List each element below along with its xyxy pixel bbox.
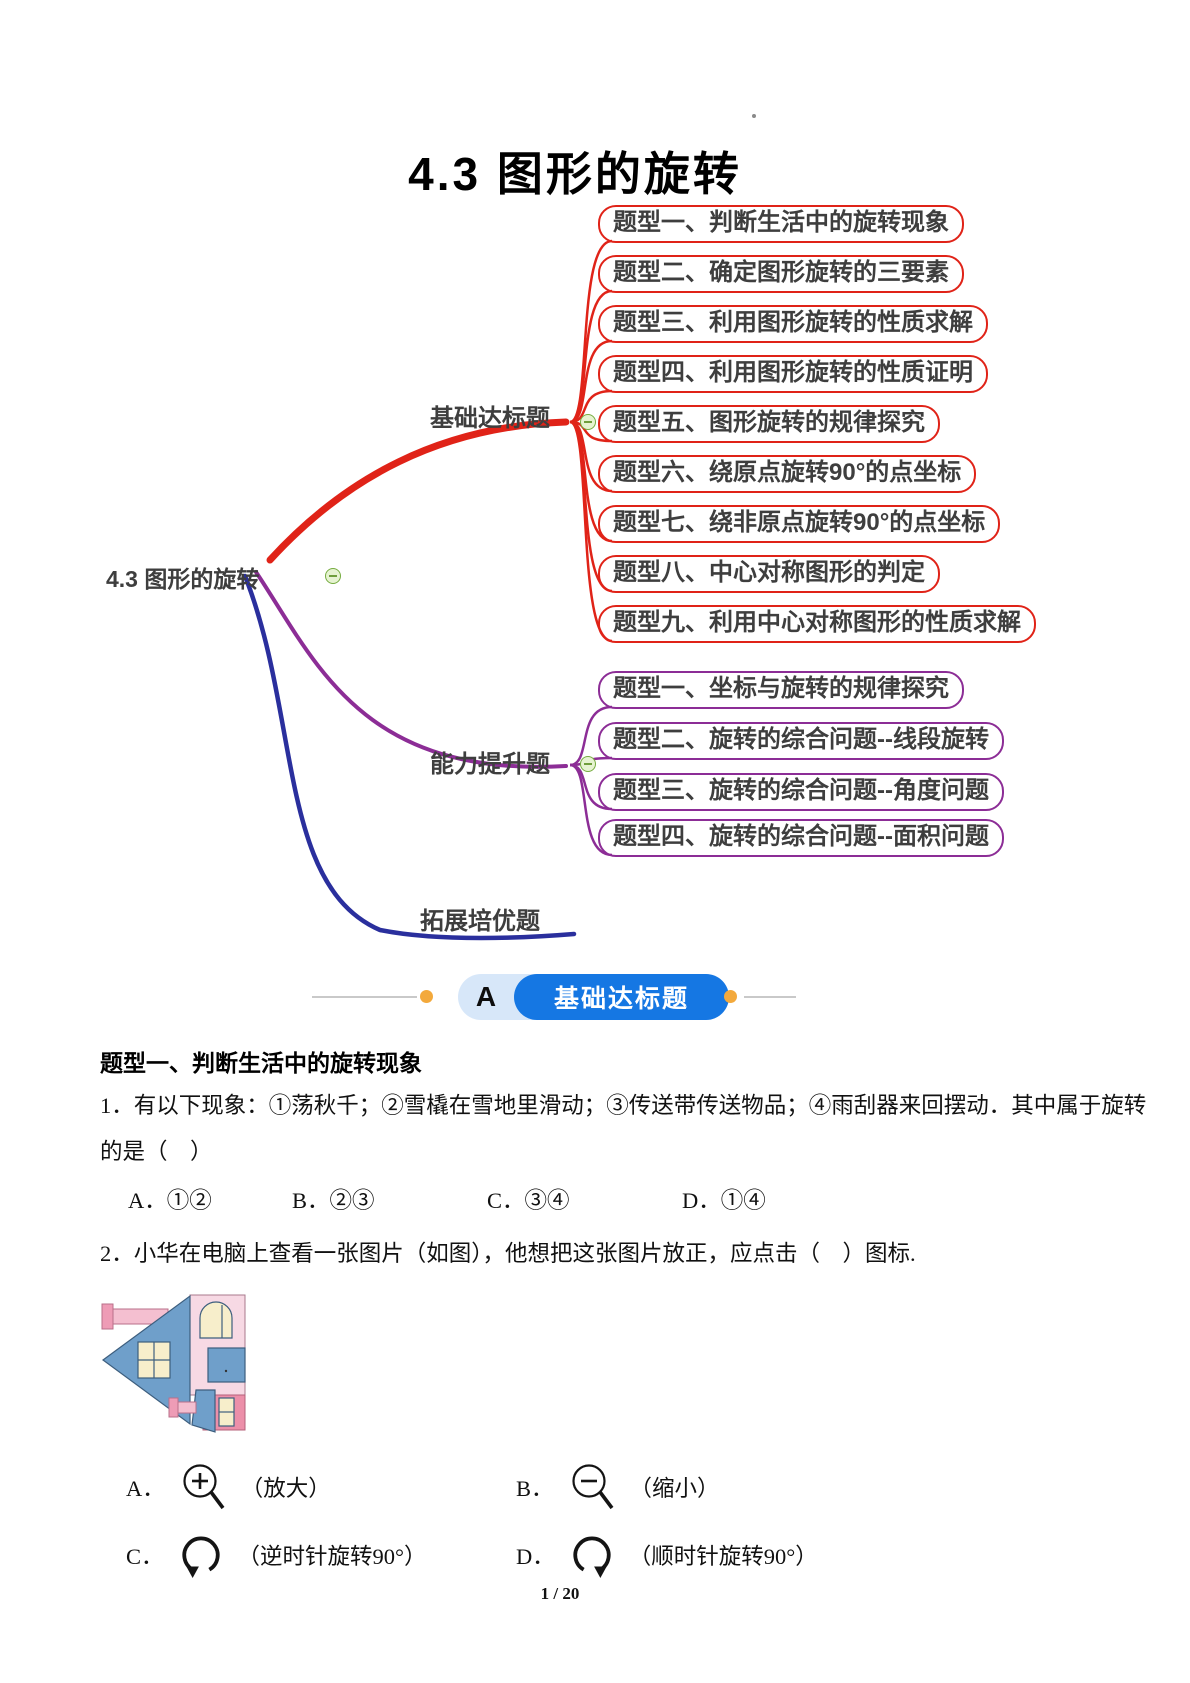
mindmap-root-node: 4.3 图形的旋转 bbox=[106, 566, 260, 592]
zoom-out-icon bbox=[571, 1464, 613, 1510]
collapse-minus-icon bbox=[325, 568, 341, 584]
mindmap-item: 题型四、旋转的综合问题--面积问题 bbox=[598, 819, 1004, 857]
rotate-ccw-icon bbox=[181, 1536, 220, 1578]
decorative-dot bbox=[752, 114, 756, 118]
mindmap-item: 题型四、利用图形旋转的性质证明 bbox=[598, 355, 988, 393]
banner-right-line bbox=[744, 996, 796, 998]
mindmap-item: 题型三、旋转的综合问题--角度问题 bbox=[598, 773, 1004, 811]
option-caption: （缩小） bbox=[629, 1476, 720, 1501]
q2-option-c: C． （逆时针旋转90°） bbox=[126, 1532, 427, 1578]
page-number: 1 / 20 bbox=[540, 1584, 580, 1603]
q1-option-a: A．①② bbox=[128, 1188, 212, 1213]
mindmap-item: 题型五、图形旋转的规律探究 bbox=[598, 405, 940, 443]
rotated-house-image bbox=[101, 1294, 246, 1433]
collapse-minus-icon bbox=[580, 414, 596, 430]
option-letter: A． bbox=[126, 1476, 165, 1501]
collapse-minus-icon bbox=[580, 756, 596, 772]
basic-branch-trunk bbox=[266, 418, 570, 564]
section-banner-label: 基础达标题 bbox=[514, 974, 730, 1020]
question-1-text: 1．有以下现象：①荡秋千；②雪橇在雪地里滑动；③传送带传送物品；④雨刮器来回摆动… bbox=[100, 1093, 1147, 1118]
banner-left-line bbox=[312, 996, 417, 998]
house-roof-window bbox=[137, 1341, 171, 1379]
option-caption: （顺时针旋转90°） bbox=[628, 1544, 818, 1569]
zoom-in-icon bbox=[183, 1464, 225, 1510]
q1-option-c: C．③④ bbox=[487, 1188, 570, 1213]
topic-heading: 题型一、判断生活中的旋转现象 bbox=[100, 1050, 422, 1076]
option-caption: （放大） bbox=[240, 1476, 331, 1501]
section-banner: A 基础达标题 bbox=[458, 974, 730, 1020]
question-2-text: 2．小华在电脑上查看一张图片（如图），他想把这张图片放正，应点击（ ）图标. bbox=[100, 1241, 916, 1266]
option-caption: （逆时针旋转90°） bbox=[237, 1544, 427, 1569]
banner-left-dot bbox=[420, 990, 433, 1003]
mindmap-item: 题型三、利用图形旋转的性质求解 bbox=[598, 305, 988, 343]
q2-option-d: D． （顺时针旋转90°） bbox=[516, 1532, 818, 1578]
option-letter: C． bbox=[126, 1544, 164, 1569]
rotate-cw-icon bbox=[573, 1536, 611, 1578]
advance-branch-trunk bbox=[254, 570, 568, 769]
house-knob bbox=[168, 1397, 197, 1418]
banner-right-dot bbox=[724, 990, 737, 1003]
section-badge: A bbox=[475, 981, 497, 1012]
mindmap-item: 题型二、确定图形旋转的三要素 bbox=[598, 255, 964, 293]
house-blue-window bbox=[207, 1347, 246, 1383]
mindmap-item: 题型七、绕非原点旋转90°的点坐标 bbox=[598, 505, 1001, 543]
q2-option-b: B． （缩小） bbox=[516, 1462, 720, 1512]
q2-option-a: A． （放大） bbox=[126, 1462, 331, 1512]
page-title: 4.3 图形的旋转 bbox=[408, 148, 742, 200]
mindmap-item: 题型八、中心对称图形的判定 bbox=[598, 555, 940, 593]
mindmap-item: 题型一、判断生活中的旋转现象 bbox=[598, 205, 964, 243]
mindmap-item: 题型六、绕原点旋转90°的点坐标 bbox=[598, 455, 977, 493]
house-arch-window bbox=[199, 1301, 233, 1339]
branch-label-basic: 基础达标题 bbox=[430, 405, 550, 432]
house-chimney-cap bbox=[101, 1303, 114, 1330]
house-pane-strip bbox=[218, 1397, 235, 1427]
branch-label-advance: 能力提升题 bbox=[430, 751, 550, 778]
question-1-text-cont: 的是（ ） bbox=[100, 1139, 213, 1164]
branch-label-extend: 拓展培优题 bbox=[420, 908, 540, 935]
option-letter: B． bbox=[516, 1476, 554, 1501]
option-letter: D． bbox=[516, 1544, 555, 1569]
q1-option-d: D．①④ bbox=[682, 1188, 766, 1213]
q1-option-b: B．②③ bbox=[292, 1188, 375, 1213]
mindmap-item: 题型二、旋转的综合问题--线段旋转 bbox=[598, 722, 1004, 760]
mindmap-item: 题型九、利用中心对称图形的性质求解 bbox=[598, 605, 1036, 643]
mindmap-item: 题型一、坐标与旋转的规律探究 bbox=[598, 671, 964, 709]
